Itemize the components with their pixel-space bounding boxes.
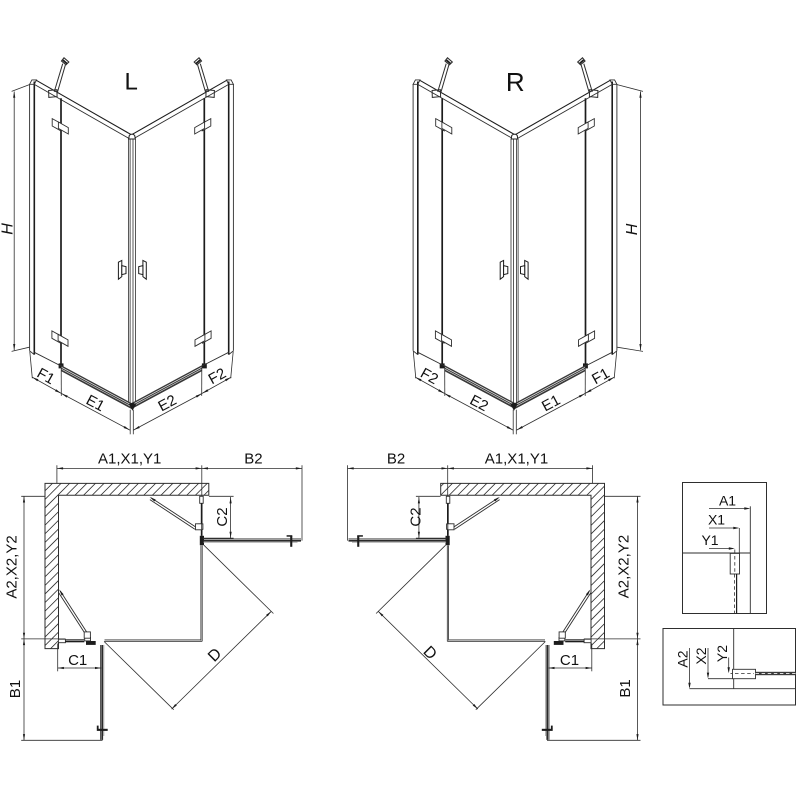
svg-text:C1: C1 xyxy=(68,652,87,669)
svg-text:X1: X1 xyxy=(708,512,725,528)
svg-text:H: H xyxy=(624,223,641,235)
svg-text:A1,X1,Y1: A1,X1,Y1 xyxy=(98,451,161,468)
svg-text:C1: C1 xyxy=(560,652,579,669)
svg-text:L: L xyxy=(125,68,138,95)
svg-text:E1: E1 xyxy=(83,392,107,416)
svg-text:A2: A2 xyxy=(675,650,691,667)
svg-text:F1: F1 xyxy=(589,365,613,388)
svg-text:H: H xyxy=(0,223,16,235)
svg-text:A1: A1 xyxy=(719,493,736,509)
svg-text:B2: B2 xyxy=(244,451,262,468)
svg-text:F1: F1 xyxy=(34,365,58,388)
svg-text:A1,X1,Y1: A1,X1,Y1 xyxy=(485,451,548,468)
svg-text:Y1: Y1 xyxy=(701,532,718,548)
svg-text:B1: B1 xyxy=(7,680,24,698)
svg-text:R: R xyxy=(506,67,525,97)
svg-text:E2: E2 xyxy=(467,392,491,416)
svg-text:B2: B2 xyxy=(387,451,405,468)
svg-text:X2: X2 xyxy=(693,647,709,664)
svg-text:Y2: Y2 xyxy=(714,645,730,662)
svg-text:F2: F2 xyxy=(206,365,230,388)
svg-text:A2,X2,Y2: A2,X2,Y2 xyxy=(3,535,20,598)
svg-text:A2,X2,Y2: A2,X2,Y2 xyxy=(616,535,633,598)
svg-text:F2: F2 xyxy=(417,365,441,388)
svg-text:C2: C2 xyxy=(214,507,231,526)
svg-text:E1: E1 xyxy=(539,392,563,416)
svg-text:C2: C2 xyxy=(408,507,425,526)
svg-text:E2: E2 xyxy=(155,392,179,416)
svg-text:B1: B1 xyxy=(617,679,634,697)
